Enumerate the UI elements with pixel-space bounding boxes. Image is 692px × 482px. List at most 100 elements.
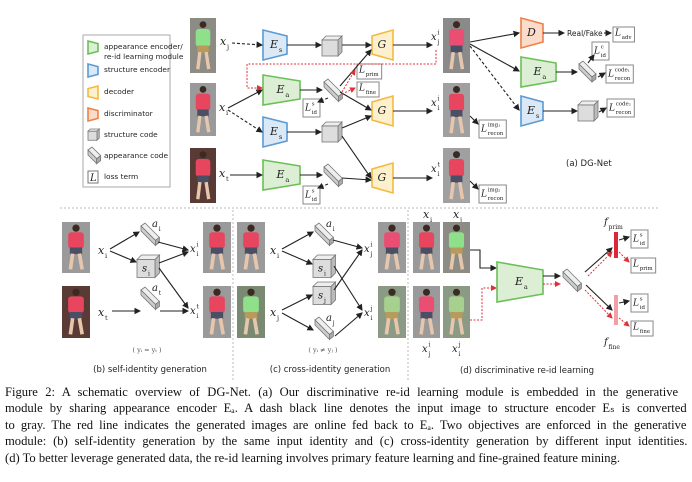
panel-d-title: (d) discriminative re-id learning xyxy=(460,366,594,376)
shirt xyxy=(384,296,400,314)
loss-adv xyxy=(612,26,636,43)
leg xyxy=(449,116,456,134)
math-base: E xyxy=(269,38,278,51)
structure-code-s-j xyxy=(312,281,337,306)
math-sub: s xyxy=(279,133,283,141)
math-base: x xyxy=(98,244,105,257)
math-base: x xyxy=(270,306,277,319)
head xyxy=(452,288,461,296)
math-sub: prim xyxy=(640,266,653,272)
arrow xyxy=(157,241,190,252)
arrow xyxy=(158,267,189,309)
cube-front xyxy=(321,125,339,143)
leg xyxy=(449,318,455,335)
legend-item-structure-code-label: structure code xyxy=(104,130,158,139)
shirt xyxy=(448,159,465,177)
math-base: E xyxy=(276,83,285,96)
legend-item-appearance-encoder-label: re-id learning module xyxy=(104,52,184,61)
math-base: f xyxy=(603,337,610,348)
math-base: x xyxy=(98,306,105,319)
cube-front xyxy=(87,130,98,141)
appearance-code-a-i xyxy=(140,222,161,247)
legend-item-decoder-icon-shape xyxy=(87,84,99,101)
appearance-encoder-middle xyxy=(262,74,301,106)
arrow xyxy=(158,250,190,264)
arrow xyxy=(332,239,364,250)
math-base: G xyxy=(378,171,387,184)
math-sub: a xyxy=(524,283,528,291)
arrow xyxy=(618,317,630,327)
bar-end xyxy=(154,300,160,311)
legend-item-structure-code-icon xyxy=(87,128,101,142)
leg xyxy=(458,253,465,270)
leg xyxy=(458,51,465,70)
shorts xyxy=(385,312,399,319)
decoder-middle-shape xyxy=(371,94,394,128)
loss-recon-img2 xyxy=(478,184,507,204)
leg xyxy=(196,115,202,133)
leg xyxy=(204,181,211,200)
math-base: L xyxy=(480,190,487,200)
head xyxy=(213,288,221,296)
shorts xyxy=(197,109,209,117)
cube-front xyxy=(312,286,332,305)
math-sub: adv xyxy=(622,35,633,41)
math-sub: s xyxy=(279,46,283,54)
math-base: x xyxy=(364,308,370,319)
structure-encoder-middle xyxy=(262,115,288,149)
math-sup: img₁ xyxy=(488,123,500,129)
math-sub: i xyxy=(105,252,107,260)
shorts xyxy=(244,247,258,255)
math-sub: a xyxy=(285,176,289,184)
appearance-encoder-reid xyxy=(496,261,544,303)
head xyxy=(72,224,80,232)
caption-line-4: module: (b) self-identity generation by … xyxy=(5,434,688,448)
structure-encoder-middle-shape xyxy=(262,115,288,149)
leg xyxy=(243,317,250,335)
math-base: E xyxy=(526,104,535,117)
math-sub: t xyxy=(226,175,229,183)
math-sup: i xyxy=(437,96,439,103)
arrow xyxy=(341,176,373,183)
math-base: a xyxy=(326,219,332,230)
appearance-code-a-t xyxy=(140,286,161,311)
loss-box-frame xyxy=(591,41,610,61)
math-base: x xyxy=(431,164,437,175)
structure-encoder-top xyxy=(262,28,288,62)
arrow xyxy=(470,285,497,321)
leg xyxy=(209,253,216,270)
shorts xyxy=(420,247,433,255)
math-base: x xyxy=(431,32,437,43)
cube-front xyxy=(577,104,595,122)
shorts xyxy=(420,312,433,319)
bar-end xyxy=(96,154,102,165)
structure-code-right xyxy=(577,100,599,122)
legend-item-appearance-code-label: appearance code xyxy=(104,151,168,160)
arrow xyxy=(470,249,498,272)
structure-code-s-i xyxy=(136,254,161,279)
math-sub: prim xyxy=(609,224,624,231)
math-sub: i xyxy=(437,171,439,178)
bar-end xyxy=(328,236,334,247)
arrow xyxy=(281,250,314,265)
loss-box-frame xyxy=(630,229,649,249)
input-image-x-i xyxy=(190,83,216,136)
math-base: G xyxy=(378,38,387,51)
head xyxy=(452,85,461,93)
shirt xyxy=(195,29,211,47)
structure-encoder-right xyxy=(520,94,544,128)
